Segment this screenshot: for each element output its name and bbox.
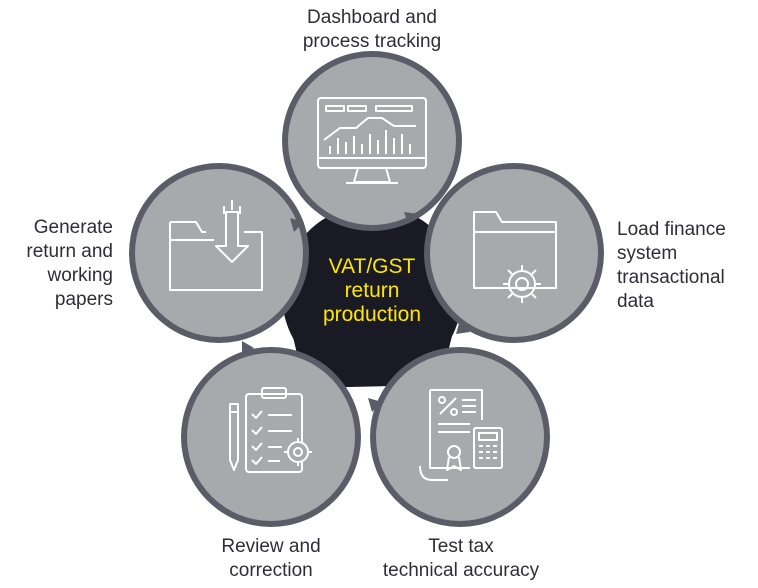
document-percent-calculator-icon [419,389,503,481]
arrow-review-to-generate [242,341,254,355]
folder-gear-icon [473,211,557,303]
step-label-dashboard: Dashboard and process tracking [282,6,462,54]
step-label-line: data [617,291,654,312]
center-title-line-2: return [344,279,400,302]
step-label-review: Review and correction [196,535,346,583]
step-label-load-data: Load finance system transactional data [617,218,757,314]
step-label-line: Load finance [617,219,726,240]
step-label-line: process tracking [302,31,442,52]
step-label-test-tax: Test tax technical accuracy [366,535,556,583]
step-label-line: Dashboard and [307,7,437,28]
step-label-line: return and [26,241,113,262]
step-label-line: technical accuracy [382,560,540,581]
step-label-line: papers [54,289,113,310]
dashboard-monitor-icon [317,97,427,184]
step-circle-review [181,347,361,527]
center-title-line-3: production [322,303,422,326]
folder-download-icon [169,200,263,291]
step-label-line: transactional [617,267,725,288]
step-label-line: Review and [221,536,321,557]
center-hub-core [282,205,462,385]
step-circle-dashboard [282,51,462,231]
arrow-test-to-review [368,398,382,412]
arrow-generate-to-dashboard [290,218,304,232]
step-circle-load-data [424,163,604,343]
step-circle-test-tax [370,347,550,527]
arrow-load-to-test [456,320,470,334]
step-label-line: system [617,243,678,264]
arrow-dashboard-to-load [404,212,418,224]
center-title-line-1: VAT/GST [328,255,416,278]
center-title: VAT/GST return production [300,255,444,327]
step-label-line: Test tax [428,536,494,557]
step-label-generate: Generate return and working papers [0,216,113,312]
step-label-line: working [47,265,113,286]
step-label-line: Generate [33,217,113,238]
step-circle-generate [129,163,309,343]
step-label-line: correction [229,560,313,581]
clipboard-checklist-gear-icon [229,387,312,473]
